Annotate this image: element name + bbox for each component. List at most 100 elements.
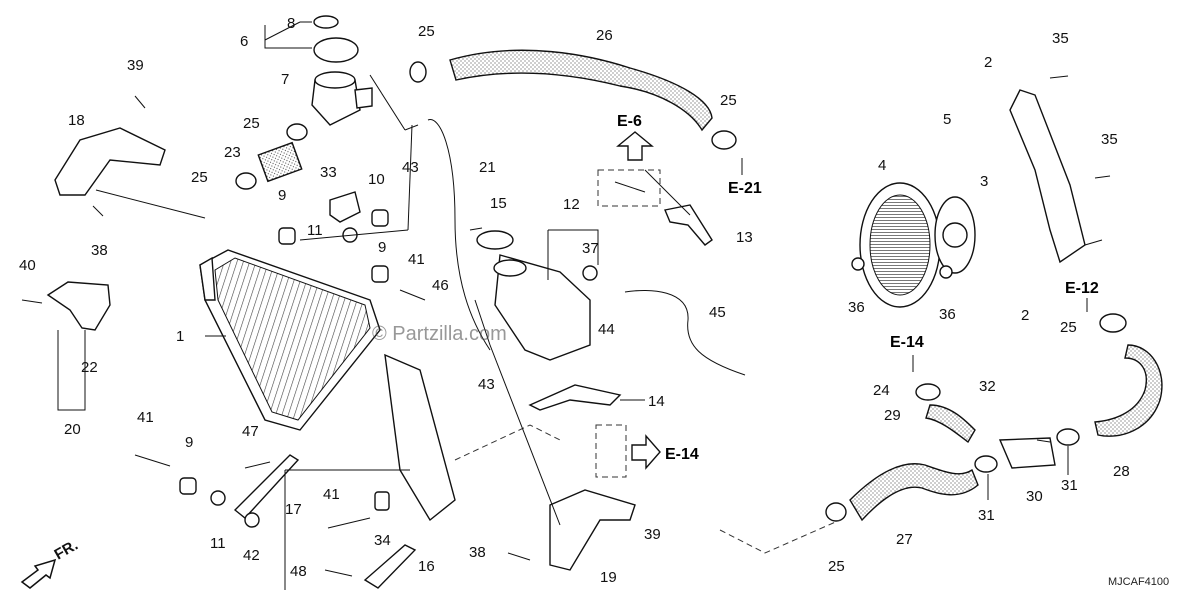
bracket-14 — [528, 384, 622, 411]
radiator-cap — [311, 15, 373, 126]
lower-hose-right — [1094, 344, 1163, 437]
upper-hose — [449, 49, 713, 132]
callout-18: 18 — [68, 112, 85, 129]
callout-22: 22 — [81, 359, 98, 376]
callout-2: 2 — [1021, 307, 1029, 324]
lower-hose — [849, 463, 979, 522]
bracket-20 — [46, 281, 111, 331]
callout-20: 20 — [64, 421, 81, 438]
callout-44: 44 — [598, 321, 615, 338]
callout-37: 37 — [582, 240, 599, 257]
cooling-fan — [859, 182, 976, 308]
callout-43: 43 — [478, 376, 495, 393]
callout-47: 47 — [242, 423, 259, 440]
callout-8: 8 — [287, 15, 295, 32]
callout-36: 36 — [939, 306, 956, 323]
bracket-19 — [549, 489, 636, 571]
callout-31: 31 — [1061, 477, 1078, 494]
e14-arrow-icon — [631, 434, 661, 470]
callout-14: 14 — [648, 393, 665, 410]
callout-19: 19 — [600, 569, 617, 586]
callout-7: 7 — [281, 71, 289, 88]
callout-34: 34 — [374, 532, 391, 549]
bracket-33 — [329, 191, 361, 223]
callout-25: 25 — [191, 169, 208, 186]
callout-27: 27 — [896, 531, 913, 548]
callout-35: 35 — [1101, 131, 1118, 148]
callout-42: 42 — [243, 547, 260, 564]
callout-36: 36 — [848, 299, 865, 316]
thermostat-housing — [998, 437, 1056, 469]
callout-25: 25 — [720, 92, 737, 109]
callout-25: 25 — [243, 115, 260, 132]
bracket-13 — [664, 204, 713, 246]
callout-26: 26 — [596, 27, 613, 44]
callout-9: 9 — [185, 434, 193, 451]
siphon-tube — [427, 119, 491, 351]
ref-e14-mid: E-14 — [665, 446, 699, 463]
diagram-code: MJCAF4100 — [1108, 576, 1169, 588]
front-direction-arrow-icon — [20, 558, 57, 589]
callout-32: 32 — [979, 378, 996, 395]
callout-23: 23 — [224, 144, 241, 161]
callout-46: 46 — [432, 277, 449, 294]
callout-2: 2 — [984, 54, 992, 71]
callout-39: 39 — [644, 526, 661, 543]
callout-25: 25 — [418, 23, 435, 40]
callout-40: 40 — [19, 257, 36, 274]
callout-30: 30 — [1026, 488, 1043, 505]
callout-38: 38 — [469, 544, 486, 561]
callout-24: 24 — [873, 382, 890, 399]
bracket-18 — [54, 127, 166, 196]
callout-28: 28 — [1113, 463, 1130, 480]
watermark: © Partzilla.com — [372, 323, 507, 345]
callout-39: 39 — [127, 57, 144, 74]
ref-e12: E-12 — [1065, 280, 1099, 297]
callout-41: 41 — [323, 486, 340, 503]
callout-9: 9 — [278, 187, 286, 204]
callout-11: 11 — [210, 535, 226, 552]
callout-31: 31 — [978, 507, 995, 524]
short-hose — [257, 141, 303, 183]
callout-15: 15 — [490, 195, 507, 212]
callout-5: 5 — [943, 111, 951, 128]
callout-41: 41 — [408, 251, 425, 268]
ref-e21: E-21 — [728, 180, 762, 197]
ref-e14-top: E-14 — [890, 334, 924, 351]
callout-33: 33 — [320, 164, 337, 181]
callout-16: 16 — [418, 558, 435, 575]
ref-e6: E-6 — [617, 113, 642, 130]
callout-12: 12 — [563, 196, 580, 213]
bypass-hose — [925, 404, 976, 444]
bracket-17 — [233, 454, 300, 519]
callout-4: 4 — [878, 157, 886, 174]
callout-1: 1 — [176, 328, 184, 345]
callout-9: 9 — [378, 239, 386, 256]
callout-41: 41 — [137, 409, 154, 426]
callout-11: 11 — [307, 222, 323, 239]
callout-3: 3 — [980, 173, 988, 190]
callout-35: 35 — [1052, 30, 1069, 47]
callout-13: 13 — [736, 229, 753, 246]
callout-numbers: 1 2 2 3 4 5 6 7 8 9 9 9 10 11 11 12 13 1… — [19, 15, 1130, 586]
callout-38: 38 — [91, 242, 108, 259]
callout-48: 48 — [290, 563, 307, 580]
callout-17: 17 — [285, 501, 302, 518]
callout-10: 10 — [368, 171, 385, 188]
callout-25: 25 — [1060, 319, 1077, 336]
radiator — [199, 249, 456, 522]
callout-6: 6 — [240, 33, 248, 50]
fan-shroud — [1009, 89, 1086, 264]
leader-lines — [57, 21, 1069, 590]
callout-25: 25 — [828, 558, 845, 575]
callout-21: 21 — [479, 159, 496, 176]
overflow-hose — [624, 289, 746, 376]
callout-45: 45 — [709, 304, 726, 321]
fasteners — [21, 61, 1127, 577]
bracket-16 — [363, 544, 417, 589]
callout-43: 43 — [402, 159, 419, 176]
e6-arrow-icon — [616, 131, 654, 161]
callout-29: 29 — [884, 407, 901, 424]
reserve-tank — [476, 230, 591, 361]
